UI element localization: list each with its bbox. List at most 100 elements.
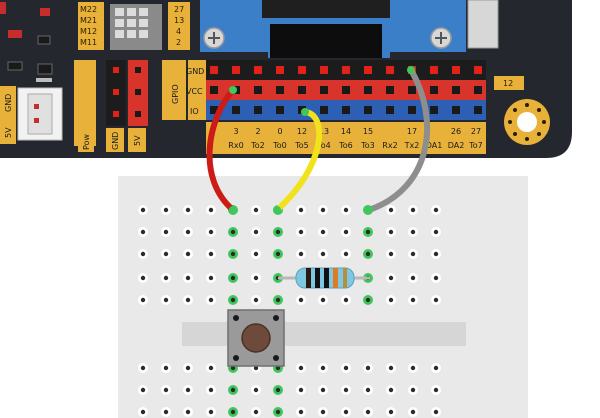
pin-name: To0 xyxy=(272,141,287,150)
header-pin[interactable] xyxy=(430,66,438,74)
header-pin[interactable] xyxy=(254,66,262,74)
breadboard-hole-center xyxy=(140,229,146,235)
breadboard-hole-center xyxy=(253,297,259,303)
header-pin[interactable] xyxy=(408,106,416,114)
header-pin[interactable] xyxy=(320,106,328,114)
header-pin[interactable] xyxy=(474,106,482,114)
wire-end-red-top xyxy=(229,86,237,94)
breadboard-hole-center xyxy=(320,207,326,213)
breadboard-hole-center xyxy=(365,297,371,303)
label-pow: Pow xyxy=(82,134,91,150)
header-pin[interactable] xyxy=(298,66,306,74)
pin-name: Rx0 xyxy=(228,141,243,150)
breadboard-hole-center xyxy=(343,229,349,235)
breadboard-hole-center xyxy=(253,275,259,281)
breadboard-hole-center xyxy=(433,275,439,281)
header-pin[interactable] xyxy=(320,86,328,94)
breadboard-hole-center xyxy=(275,365,281,371)
header-pin[interactable] xyxy=(210,66,218,74)
buzzer-module xyxy=(467,0,499,49)
header-pin[interactable] xyxy=(386,86,394,94)
breadboard-hole-center xyxy=(343,297,349,303)
breadboard-hole-center xyxy=(140,409,146,415)
yellow-wire[interactable] xyxy=(274,109,323,213)
header-pin[interactable] xyxy=(430,106,438,114)
header-pin[interactable] xyxy=(276,86,284,94)
header-pin[interactable] xyxy=(276,106,284,114)
motor-label-column: M22 M21 M12 M11 xyxy=(78,2,104,50)
breadboard-hole-center xyxy=(230,229,236,235)
breadboard-hole-center xyxy=(185,251,191,257)
header-pin[interactable] xyxy=(232,66,240,74)
header-pin[interactable] xyxy=(254,86,262,94)
breadboard-hole-center xyxy=(298,251,304,257)
pin-12-tag: 12 xyxy=(494,76,524,90)
breadboard-hole-center xyxy=(343,409,349,415)
header-pin[interactable] xyxy=(364,106,372,114)
header-pin[interactable] xyxy=(386,106,394,114)
breadboard-hole-center xyxy=(275,409,281,415)
breadboard-hole-center xyxy=(410,207,416,213)
header-pin[interactable] xyxy=(408,86,416,94)
breadboard-hole-center xyxy=(298,297,304,303)
header-pin[interactable] xyxy=(474,66,482,74)
pin-number: 12 xyxy=(297,127,307,136)
header-pin[interactable] xyxy=(474,86,482,94)
push-button[interactable] xyxy=(227,309,285,367)
row-label-gnd: GND xyxy=(186,67,204,76)
label-5v: 5V xyxy=(133,135,142,146)
breadboard-hole-center xyxy=(410,297,416,303)
resistor[interactable] xyxy=(278,267,370,289)
header-pin[interactable] xyxy=(386,66,394,74)
pin-name: DA1 xyxy=(426,141,443,150)
breadboard-hole-center xyxy=(320,297,326,303)
pin-number: 17 xyxy=(407,127,417,136)
pin-name: To6 xyxy=(338,141,353,150)
breadboard-hole-center xyxy=(253,387,259,393)
push-button-cap[interactable] xyxy=(241,323,271,353)
pin-name: To3 xyxy=(360,141,375,150)
breadboard-hole-center xyxy=(185,207,191,213)
switch-number-column: 27 13 4 2 xyxy=(168,2,190,50)
pin-number: 3 xyxy=(233,127,238,136)
header-pin[interactable] xyxy=(232,106,240,114)
header-pin[interactable] xyxy=(430,86,438,94)
pin-number: 15 xyxy=(363,127,373,136)
header-pin[interactable] xyxy=(452,66,460,74)
label-gnd-left: GND xyxy=(4,94,13,112)
header-pin[interactable] xyxy=(210,86,218,94)
breadboard-hole-center xyxy=(275,297,281,303)
breadboard-hole-center xyxy=(365,251,371,257)
pin-name: To7 xyxy=(468,141,483,150)
breadboard-hole-center xyxy=(140,297,146,303)
header-pin[interactable] xyxy=(364,66,372,74)
header-pin[interactable] xyxy=(320,66,328,74)
header-pin[interactable] xyxy=(276,66,284,74)
breadboard-hole-center xyxy=(275,229,281,235)
header-pin[interactable] xyxy=(298,86,306,94)
breadboard-hole-center xyxy=(208,409,214,415)
red-wire[interactable] xyxy=(206,87,236,213)
switch-number-13: 13 xyxy=(174,16,184,25)
mounting-hole-icon xyxy=(504,99,550,145)
header-pin[interactable] xyxy=(254,106,262,114)
motor-label-m21: M21 xyxy=(80,16,97,25)
breadboard-hole-center xyxy=(410,365,416,371)
pin-number: 14 xyxy=(341,127,351,136)
header-pin[interactable] xyxy=(342,106,350,114)
small-components xyxy=(0,2,53,82)
header-pin[interactable] xyxy=(364,86,372,94)
header-pin[interactable] xyxy=(210,106,218,114)
breadboard-hole-center xyxy=(253,251,259,257)
header-pin[interactable] xyxy=(342,86,350,94)
pin-name: To2 xyxy=(250,141,265,150)
breadboard-hole-center xyxy=(433,365,439,371)
display-module xyxy=(200,0,466,58)
breadboard-hole-center xyxy=(208,297,214,303)
dip-switch[interactable] xyxy=(110,4,162,50)
gray-wire[interactable] xyxy=(366,67,431,213)
breadboard-hole-center xyxy=(343,207,349,213)
header-pin[interactable] xyxy=(452,86,460,94)
header-pin[interactable] xyxy=(452,106,460,114)
header-pin[interactable] xyxy=(342,66,350,74)
